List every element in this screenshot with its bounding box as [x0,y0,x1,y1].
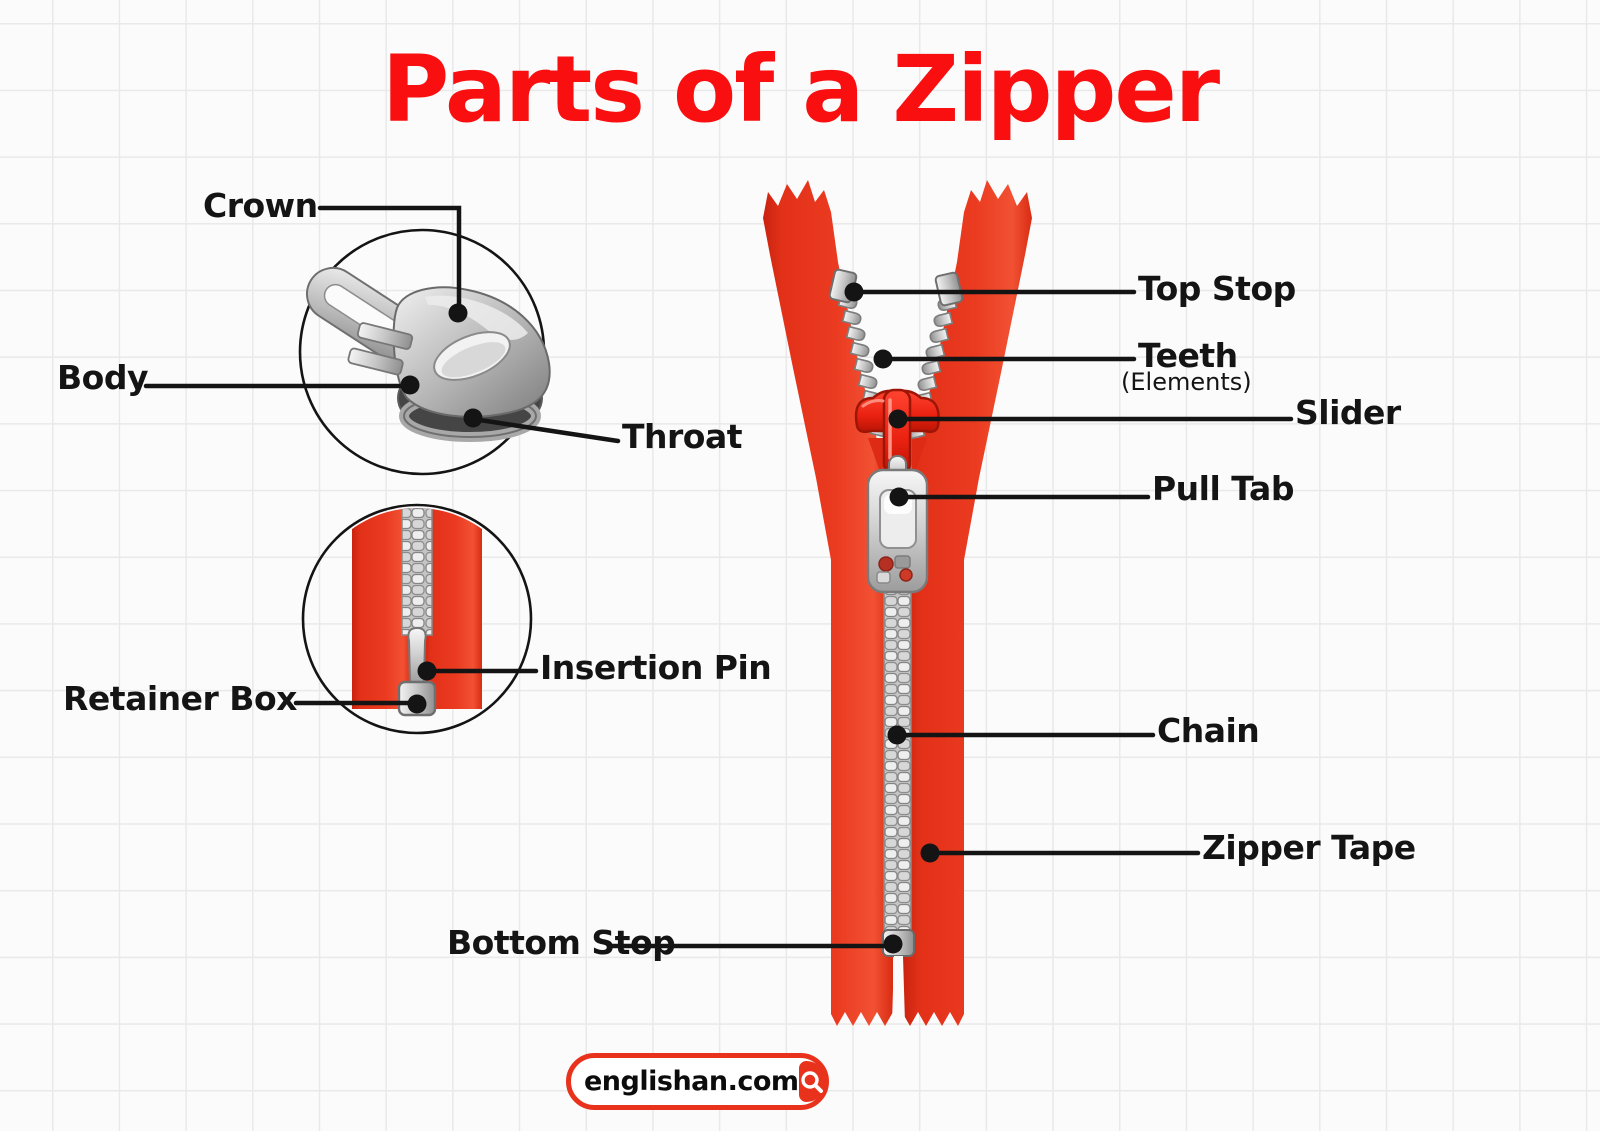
zipper-tape-dot [920,843,940,863]
label-throat: Throat [622,417,743,456]
retainer-closeup-circle [301,503,533,735]
label-teeth: Teeth [1138,336,1238,375]
label-slider: Slider [1295,393,1401,432]
teeth-dot [873,349,893,369]
label-zipper-tape: Zipper Tape [1202,828,1416,867]
slider-bail-slot [433,331,511,381]
throat-line [470,416,621,444]
site-logo-text: englishan.com [584,1066,799,1097]
search-button[interactable] [798,1061,825,1102]
slider-dot [888,409,908,429]
slider-prongs [347,322,414,376]
leader-lines [143,205,1294,949]
label-teeth-elements: (Elements) [1121,368,1252,396]
label-insertion-pin: Insertion Pin [540,648,772,687]
main-zipper-graphic [763,180,1032,1026]
crown-line [317,205,462,316]
label-chain: Chain [1157,711,1260,750]
slider-crown-highlight [425,295,528,340]
top-stop-dot [844,282,864,302]
label-crown: Crown [203,186,318,225]
tape-slit [892,956,905,1023]
chain-dot [887,725,907,745]
insertion-pin-dot [417,661,437,681]
pull-tab-dot [889,487,909,507]
label-bottom-stop: Bottom Stop [447,923,676,962]
retainer-box-dot [407,694,427,714]
retainer-closeup-graphic [352,508,482,717]
site-logo[interactable]: englishan.com [566,1053,829,1110]
zipper-tape-right [902,180,1032,1026]
slider-closeup-graphic [306,266,551,442]
leader-dots [400,282,940,954]
label-top-stop: Top Stop [1138,269,1296,308]
page-title: Parts of a Zipper [381,36,1220,143]
closeup-chain [401,508,433,636]
label-retainer-box: Retainer Box [63,679,297,718]
label-body: Body [57,358,148,397]
throat-dot [463,408,483,428]
bottom-stop-dot [883,934,903,954]
zipper-tape-left [763,180,893,1026]
search-icon [800,1070,823,1093]
label-pull-tab: Pull Tab [1152,469,1294,508]
crown-dot [448,303,468,323]
body-dot [400,375,420,395]
